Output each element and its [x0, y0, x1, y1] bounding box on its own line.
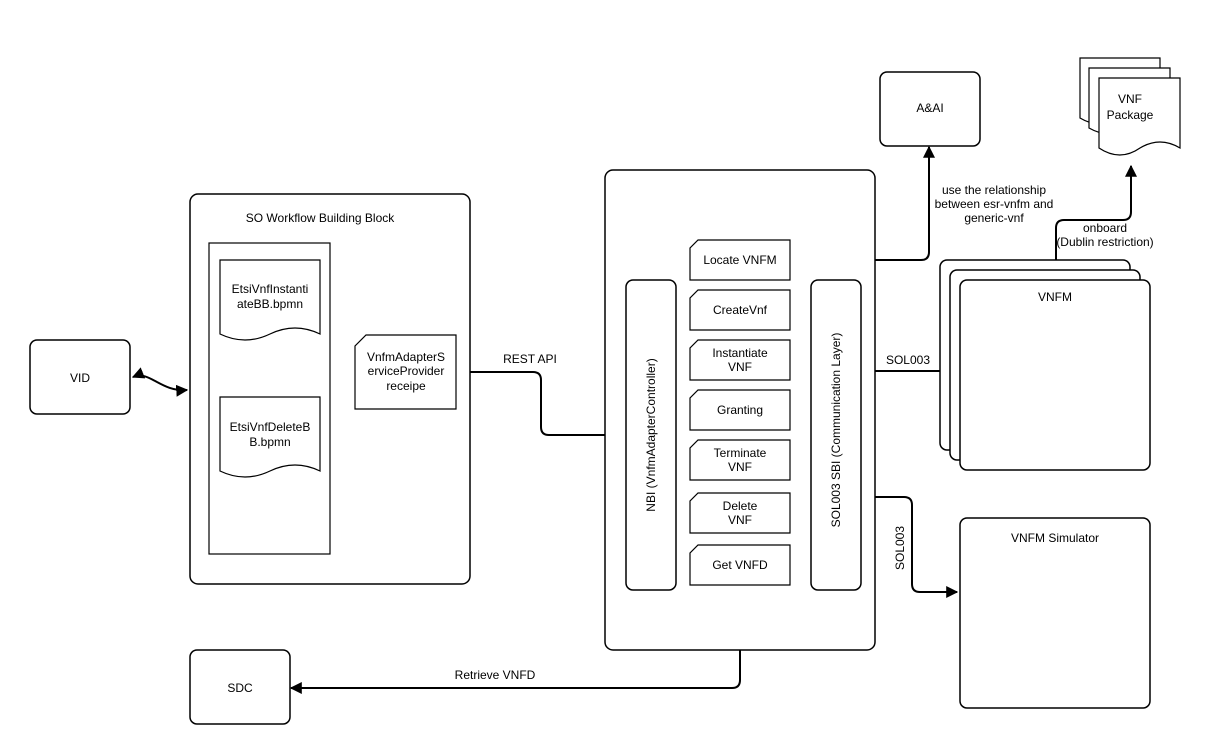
instantiate-bb-label-line2: ateBB.bpmn	[237, 297, 303, 311]
vnfm-simulator-label: VNFM Simulator	[1011, 531, 1099, 545]
instantiate-vnf-label-line1: Instantiate	[712, 346, 768, 360]
sdc-box: SDC	[189, 649, 291, 725]
sbi-label: SOL003 SBI (Communication Layer)	[829, 333, 843, 528]
delete-bb-label-line2: B.bpmn	[249, 435, 290, 449]
aai-relationship-label-line2: between esr-vnfm and	[935, 197, 1054, 211]
sdc-label: SDC	[227, 681, 253, 695]
aai-relationship-label-line3: generic-vnf	[964, 211, 1024, 225]
edge-labels: REST API Retrieve VNFD SOL003 SOL003 use…	[455, 183, 1154, 682]
onboard-label-line1: onboard	[1083, 221, 1127, 235]
nbi-bar: NBI (VnfmAdapterController)	[625, 279, 677, 591]
instantiate-bb-label-line1: EtsiVnfInstanti	[232, 282, 309, 296]
vnfm-simulator-box: VNFM Simulator	[959, 517, 1151, 709]
rest-api-label: REST API	[503, 352, 557, 366]
terminate-vnf-label-line2: VNF	[728, 460, 752, 474]
terminate-vnf-card: Terminate VNF	[689, 439, 791, 481]
sol003-simulator-connector	[861, 491, 959, 598]
so-workflow-title: SO Workflow Building Block	[246, 211, 396, 225]
instantiate-vnf-card: Instantiate VNF	[689, 339, 791, 381]
vnf-package-label-line2: Package	[1107, 108, 1154, 122]
delete-vnf-card: Delete VNF	[689, 492, 791, 534]
vnfm-label: VNFM	[1038, 290, 1072, 304]
sol003-simulator-label: SOL003	[893, 526, 907, 570]
retrieve-vnfd-label: Retrieve VNFD	[455, 668, 536, 682]
vid-box: VID	[29, 339, 131, 415]
get-vnfd-card: Get VNFD	[689, 544, 791, 586]
granting-label: Granting	[717, 403, 763, 417]
delete-bb-document: EtsiVnfDeleteB B.bpmn	[219, 396, 321, 478]
granting-card: Granting	[689, 389, 791, 431]
get-vnfd-label: Get VNFD	[712, 558, 768, 572]
instantiate-bb-document: EtsiVnfInstanti ateBB.bpmn	[219, 259, 321, 341]
delete-vnf-label-line2: VNF	[728, 513, 752, 527]
delete-bb-label-line1: EtsiVnfDeleteB	[230, 420, 311, 434]
vnf-package-stack: VNF Package	[1079, 57, 1181, 156]
create-vnf-card: CreateVnf	[689, 289, 791, 331]
adapter-recipe-label-line3: receipe	[386, 379, 426, 393]
locate-aai-connector	[791, 145, 935, 266]
aai-label: A&AI	[916, 101, 943, 115]
retrieve-vnfd-connector	[289, 585, 741, 694]
vid-label: VID	[70, 371, 90, 385]
vnfm-adapter-container: NBI (VnfmAdapterController) SOL003 SBI (…	[604, 169, 876, 651]
terminate-vnf-label-line1: Terminate	[714, 446, 767, 460]
locate-vnfm-label: Locate VNFM	[703, 253, 776, 267]
adapter-recipe-label-line2: erviceProvider	[368, 364, 445, 378]
instantiate-vnf-label-line2: VNF	[728, 360, 752, 374]
sbi-bar: SOL003 SBI (Communication Layer)	[810, 279, 862, 591]
locate-vnfm-card: Locate VNFM	[689, 239, 791, 281]
vnf-package-label-line1: VNF	[1118, 92, 1142, 106]
vid-so-connector	[131, 367, 189, 397]
aai-box: A&AI	[879, 71, 981, 147]
onboard-connector	[1050, 164, 1137, 280]
adapter-recipe-card: VnfmAdapterS erviceProvider receipe	[354, 334, 457, 410]
delete-vnf-label-line1: Delete	[723, 499, 758, 513]
adapter-recipe-label-line1: VnfmAdapterS	[367, 350, 445, 364]
aai-relationship-label-line1: use the relationship	[942, 183, 1046, 197]
so-workflow-container: SO Workflow Building Block EtsiVnfInstan…	[189, 193, 471, 585]
onboard-label-line2: (Dublin restriction)	[1056, 235, 1153, 249]
vnfm-stack: VNFM	[939, 259, 1151, 471]
nbi-label: NBI (VnfmAdapterController)	[644, 358, 658, 511]
create-vnf-label: CreateVnf	[713, 303, 768, 317]
rest-api-connector	[456, 366, 625, 441]
sol003-vnfm-label: SOL003	[886, 353, 930, 367]
